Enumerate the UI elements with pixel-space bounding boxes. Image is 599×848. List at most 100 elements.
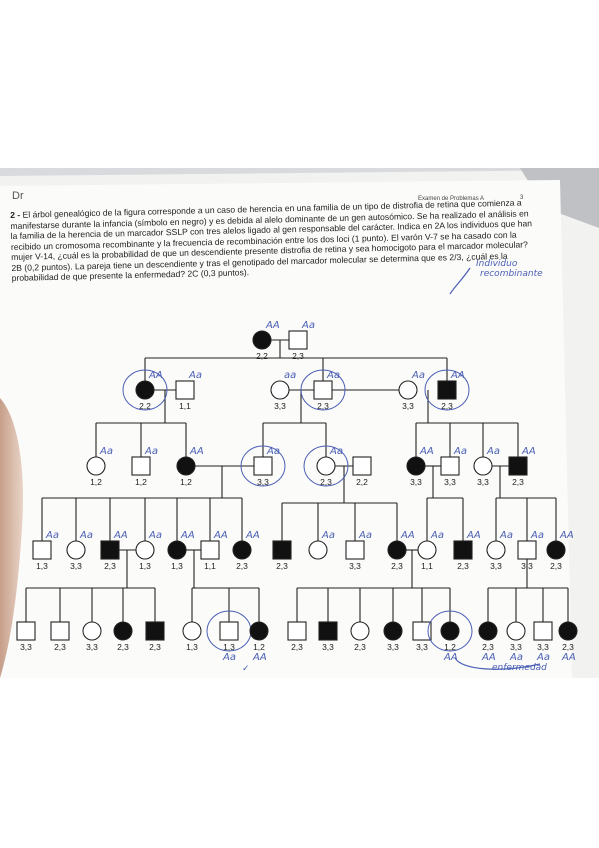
recombinant-annotation: Individuo recombinante xyxy=(449,259,543,295)
pedigree-individual-g5-1: 3,3 xyxy=(16,621,36,652)
female-symbol xyxy=(316,456,336,476)
page-number: 3 xyxy=(520,195,524,201)
female-symbol xyxy=(350,621,370,641)
female-symbol xyxy=(167,540,187,560)
marker-genotype: 2,3 xyxy=(149,642,161,652)
female-symbol xyxy=(135,380,155,400)
handwritten-genotype: AA xyxy=(481,652,496,663)
pedigree-individual-g3-7: 3,3 AA xyxy=(406,446,434,487)
pedigree-individual-g5-10: 3,3 xyxy=(318,621,338,652)
female-symbol xyxy=(546,540,566,560)
handwritten-genotype: Aa xyxy=(188,370,202,381)
marker-genotype: 2,3 xyxy=(291,642,303,652)
handwritten-genotype: AA xyxy=(450,370,465,381)
pedigree-individual-g4-3: 2,3AA xyxy=(100,530,128,571)
female-symbol xyxy=(308,540,328,560)
pedigree-individual-g3-3: 1,2AA xyxy=(176,446,204,487)
pedigree-individual-g5-15: 2,3AA xyxy=(478,621,498,663)
marker-genotype: 3,3 xyxy=(20,642,32,652)
female-symbol xyxy=(113,621,133,641)
pedigree-individual-g5-7: 1,3Aa xyxy=(206,610,252,663)
pedigree-individual-g4-13: 2,3 AA xyxy=(453,530,481,571)
marker-genotype: 2,3 xyxy=(276,561,288,571)
marker-genotype: 2,3 xyxy=(512,477,524,487)
pedigree-individual-g5-6: 1,3 xyxy=(182,621,202,652)
male-symbol xyxy=(253,456,273,476)
check-mark: ✓ xyxy=(242,664,250,674)
marker-genotype: 3,3 xyxy=(416,642,428,652)
hand-circle-mark xyxy=(122,369,168,411)
female-symbol xyxy=(417,540,437,560)
question-text: El árbol genealógico de la figura corres… xyxy=(10,197,533,283)
male-symbol xyxy=(453,540,473,560)
handwritten-genotype: Aa xyxy=(430,530,444,541)
marker-genotype: 2,2 xyxy=(356,477,368,487)
marker-genotype: 2,3 xyxy=(354,642,366,652)
marker-genotype: 1,2 xyxy=(135,477,147,487)
male-symbol xyxy=(287,621,307,641)
male-symbol xyxy=(508,456,528,476)
pedigree-individual-g4-2: 3,3Aa xyxy=(66,530,93,571)
male-symbol xyxy=(352,456,372,476)
male-symbol xyxy=(219,621,239,641)
pedigree-individual-g5-17: 3,3Aa xyxy=(533,621,553,663)
handwritten-genotype: Aa xyxy=(148,530,162,541)
handwritten-genotype: Aa xyxy=(486,446,500,457)
handwritten-genotype: Aa xyxy=(509,652,523,663)
handwritten-genotype: Aa xyxy=(266,446,280,457)
female-symbol xyxy=(387,540,407,560)
handwritten-genotype: AA xyxy=(559,530,574,541)
pedigree-individual-g5-2: 2,3 xyxy=(50,621,70,652)
handwritten-genotype: AA xyxy=(245,530,260,541)
handwritten-genotype: Aa xyxy=(499,530,513,541)
male-symbol xyxy=(145,621,165,641)
marker-genotype: 3,3 xyxy=(521,561,533,571)
handwritten-genotype: Aa xyxy=(358,530,372,541)
marker-genotype: 2,3 xyxy=(550,561,562,571)
handwritten-genotype: Aa xyxy=(222,652,236,663)
female-symbol xyxy=(66,540,86,560)
disease-annotation: enfermedad ✓ xyxy=(242,657,547,674)
pedigree-individual-g4-6: 1,1 AA xyxy=(200,530,228,571)
male-symbol xyxy=(288,330,308,350)
question-paragraph: 2 - El árbol genealógico de la figura co… xyxy=(10,197,537,283)
handwritten-genotype: AA xyxy=(443,652,458,663)
female-symbol xyxy=(249,621,269,641)
pedigree-individual-g2-5: 3,3Aa xyxy=(398,370,425,411)
marker-genotype: 2,2 xyxy=(139,401,151,411)
marker-genotype: 1,3 xyxy=(139,561,151,571)
handwritten-genotype: AA xyxy=(466,530,481,541)
recombinant-note-line2: recombinante xyxy=(480,269,543,279)
marker-genotype: 2,3 xyxy=(562,642,574,652)
handwritten-genotype: Aa xyxy=(536,652,550,663)
handwritten-genotype: AA xyxy=(148,370,163,381)
pedigree-individual-g3-4: 3,3Aa xyxy=(240,445,286,487)
marker-genotype: 1,3 xyxy=(171,561,183,571)
marker-genotype: 3,3 xyxy=(70,561,82,571)
pedigree-individual-g5-9: 2,3 xyxy=(287,621,307,652)
pedigree-individual-g5-16: 3,3Aa xyxy=(506,621,526,663)
female-symbol xyxy=(135,540,155,560)
female-symbol xyxy=(82,621,102,641)
handwritten-genotype: Aa xyxy=(301,320,315,331)
marker-genotype: 2,3 xyxy=(457,561,469,571)
female-symbol xyxy=(232,540,252,560)
marker-genotype: 1,1 xyxy=(204,561,216,571)
pedigree-individual-g2-2: 1,1Aa xyxy=(175,370,202,411)
handwritten-genotype: AA xyxy=(419,446,434,457)
male-symbol xyxy=(313,380,333,400)
male-symbol xyxy=(440,456,460,476)
recombinant-note-line1: Individuo xyxy=(476,259,518,269)
male-symbol xyxy=(517,540,537,560)
marker-genotype: 3,3 xyxy=(410,477,422,487)
marker-genotype: 2,3 xyxy=(104,561,116,571)
question-number: 2 - xyxy=(10,209,21,220)
handwritten-genotype: AA xyxy=(213,530,228,541)
marker-genotype: 3,3 xyxy=(510,642,522,652)
handwritten-genotype: Aa xyxy=(321,530,335,541)
marker-genotype: 2,2 xyxy=(256,351,268,361)
marker-genotype: 2,3 xyxy=(236,561,248,571)
male-symbol xyxy=(50,621,70,641)
marker-genotype: 3,3 xyxy=(86,642,98,652)
marker-genotype: 1,1 xyxy=(421,561,433,571)
